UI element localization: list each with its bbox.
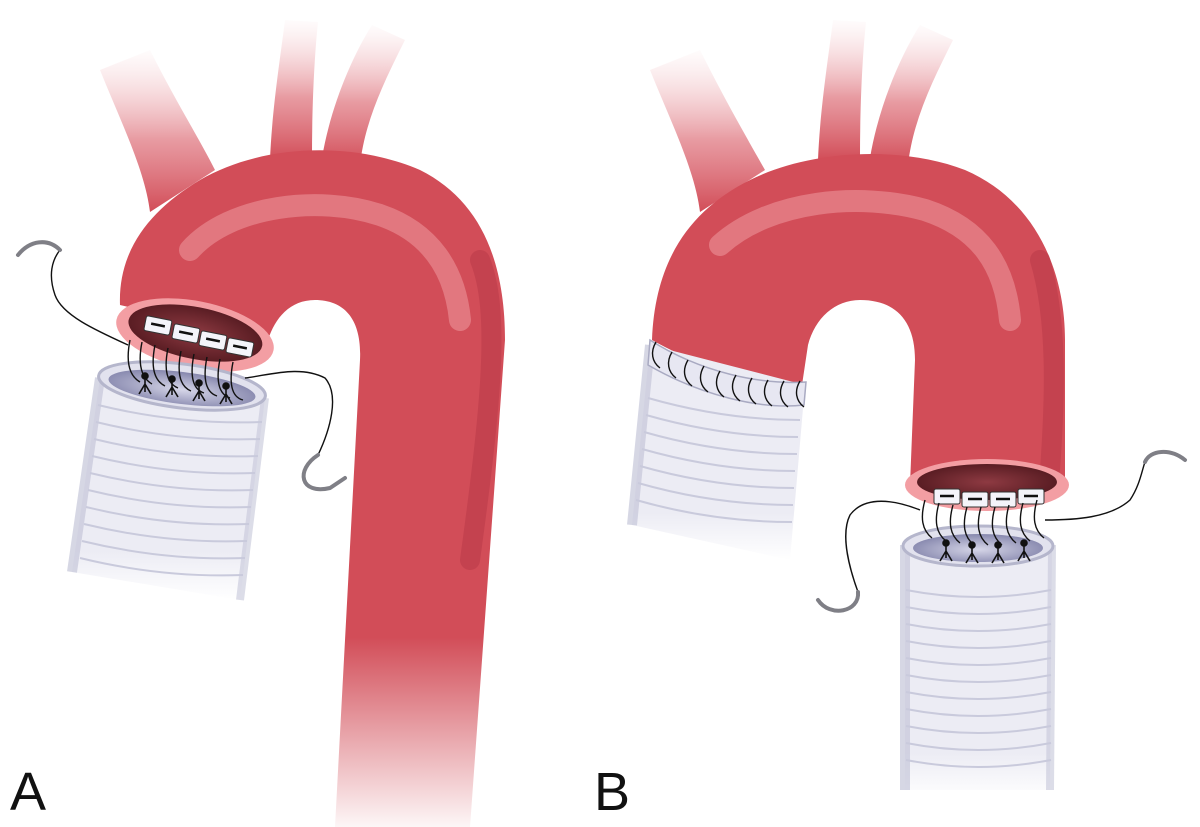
graft-crimps [905, 589, 1052, 768]
graft-crimps [79, 404, 263, 577]
pledget-icon [225, 337, 255, 358]
left-carotid-branch [818, 20, 866, 160]
curved-needle-icon [16, 240, 62, 257]
curved-needle-icon [301, 453, 347, 492]
arch-highlight [709, 190, 1021, 331]
pledget-icon [933, 488, 961, 505]
pledget-icon [989, 491, 1017, 508]
running-sutures-b [651, 341, 805, 408]
curved-needle-icon [816, 590, 861, 613]
dacron-graft-b-proximal [627, 338, 807, 560]
parachute-sutures-a [50, 249, 334, 456]
pledget-icon [143, 315, 173, 336]
panel-label-b: B [594, 762, 631, 822]
pledget-icon [171, 323, 201, 344]
panel-a [16, 20, 506, 827]
suture-knot-icon [939, 539, 953, 562]
curved-needle-icon [1143, 450, 1187, 464]
suture-knot-icon [192, 379, 206, 402]
dacron-graft-a [67, 360, 269, 601]
brachiocephalic-branch [100, 50, 215, 212]
left-subclavian-branch [870, 25, 953, 165]
left-carotid-branch [270, 20, 318, 160]
pledget-icon [961, 491, 989, 508]
pledget-row-a [143, 315, 255, 358]
panel-label-a: A [10, 762, 47, 822]
arch-shadow [460, 250, 502, 570]
suture-knot-icon [138, 372, 152, 395]
graft-tube [905, 545, 1052, 790]
pledget-icon [198, 330, 228, 351]
suture-knot-icon [965, 541, 979, 564]
arch-shadow [1030, 250, 1064, 480]
left-subclavian-branch [322, 25, 405, 165]
graft-crimps [635, 397, 801, 523]
pledget-icon [1017, 488, 1045, 505]
pledget-row-b [933, 488, 1045, 508]
arch-highlight [179, 194, 471, 331]
brachiocephalic-branch [650, 50, 765, 212]
graft-tube [72, 378, 265, 600]
parachute-sutures-b [845, 461, 1146, 593]
suture-knot-icon [1017, 539, 1031, 562]
dacron-graft-b-distal [900, 524, 1056, 791]
suture-line [647, 338, 807, 407]
panel-b [627, 20, 1187, 791]
